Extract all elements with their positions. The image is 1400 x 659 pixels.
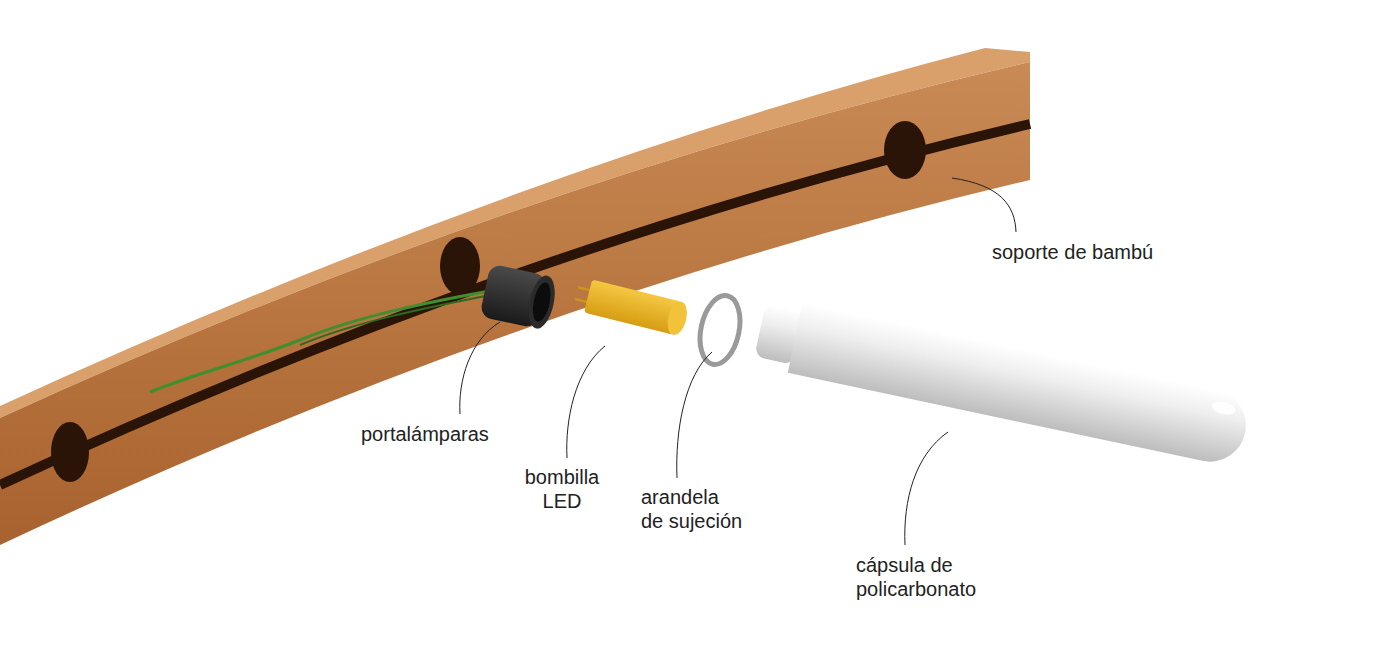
leader-line xyxy=(460,322,500,414)
support-hole xyxy=(51,422,89,482)
wire xyxy=(150,290,495,392)
leader-line xyxy=(952,178,1016,232)
support-slot xyxy=(0,124,1030,485)
support-hole xyxy=(440,237,480,295)
bamboo-support xyxy=(0,48,1030,545)
retaining-washer xyxy=(694,292,746,368)
part-label: bombilla LED xyxy=(525,465,599,513)
wire xyxy=(300,294,495,345)
label-line: bombilla xyxy=(525,465,599,489)
leader-line xyxy=(677,352,712,478)
part-label: cápsula de policarbonato xyxy=(856,553,976,601)
leader-lines xyxy=(460,178,1016,545)
label-line: arandela xyxy=(641,485,742,509)
label-line: policarbonato xyxy=(856,577,976,601)
lamp-holder xyxy=(479,264,559,331)
leader-line xyxy=(905,432,948,545)
leader-line xyxy=(567,346,605,458)
label-line: LED xyxy=(525,489,599,513)
label-line: portalámparas xyxy=(361,422,489,446)
part-label: portalámparas xyxy=(361,422,489,446)
label-line: soporte de bambú xyxy=(992,240,1153,264)
support-front-face xyxy=(0,62,1030,545)
label-line: cápsula de xyxy=(856,553,976,577)
part-label: arandela de sujeción xyxy=(641,485,742,533)
support-hole xyxy=(884,121,926,179)
part-label: soporte de bambú xyxy=(992,240,1153,264)
polycarbonate-capsule xyxy=(753,295,1253,469)
label-line: de sujeción xyxy=(641,509,742,533)
led-bulb xyxy=(572,277,690,337)
